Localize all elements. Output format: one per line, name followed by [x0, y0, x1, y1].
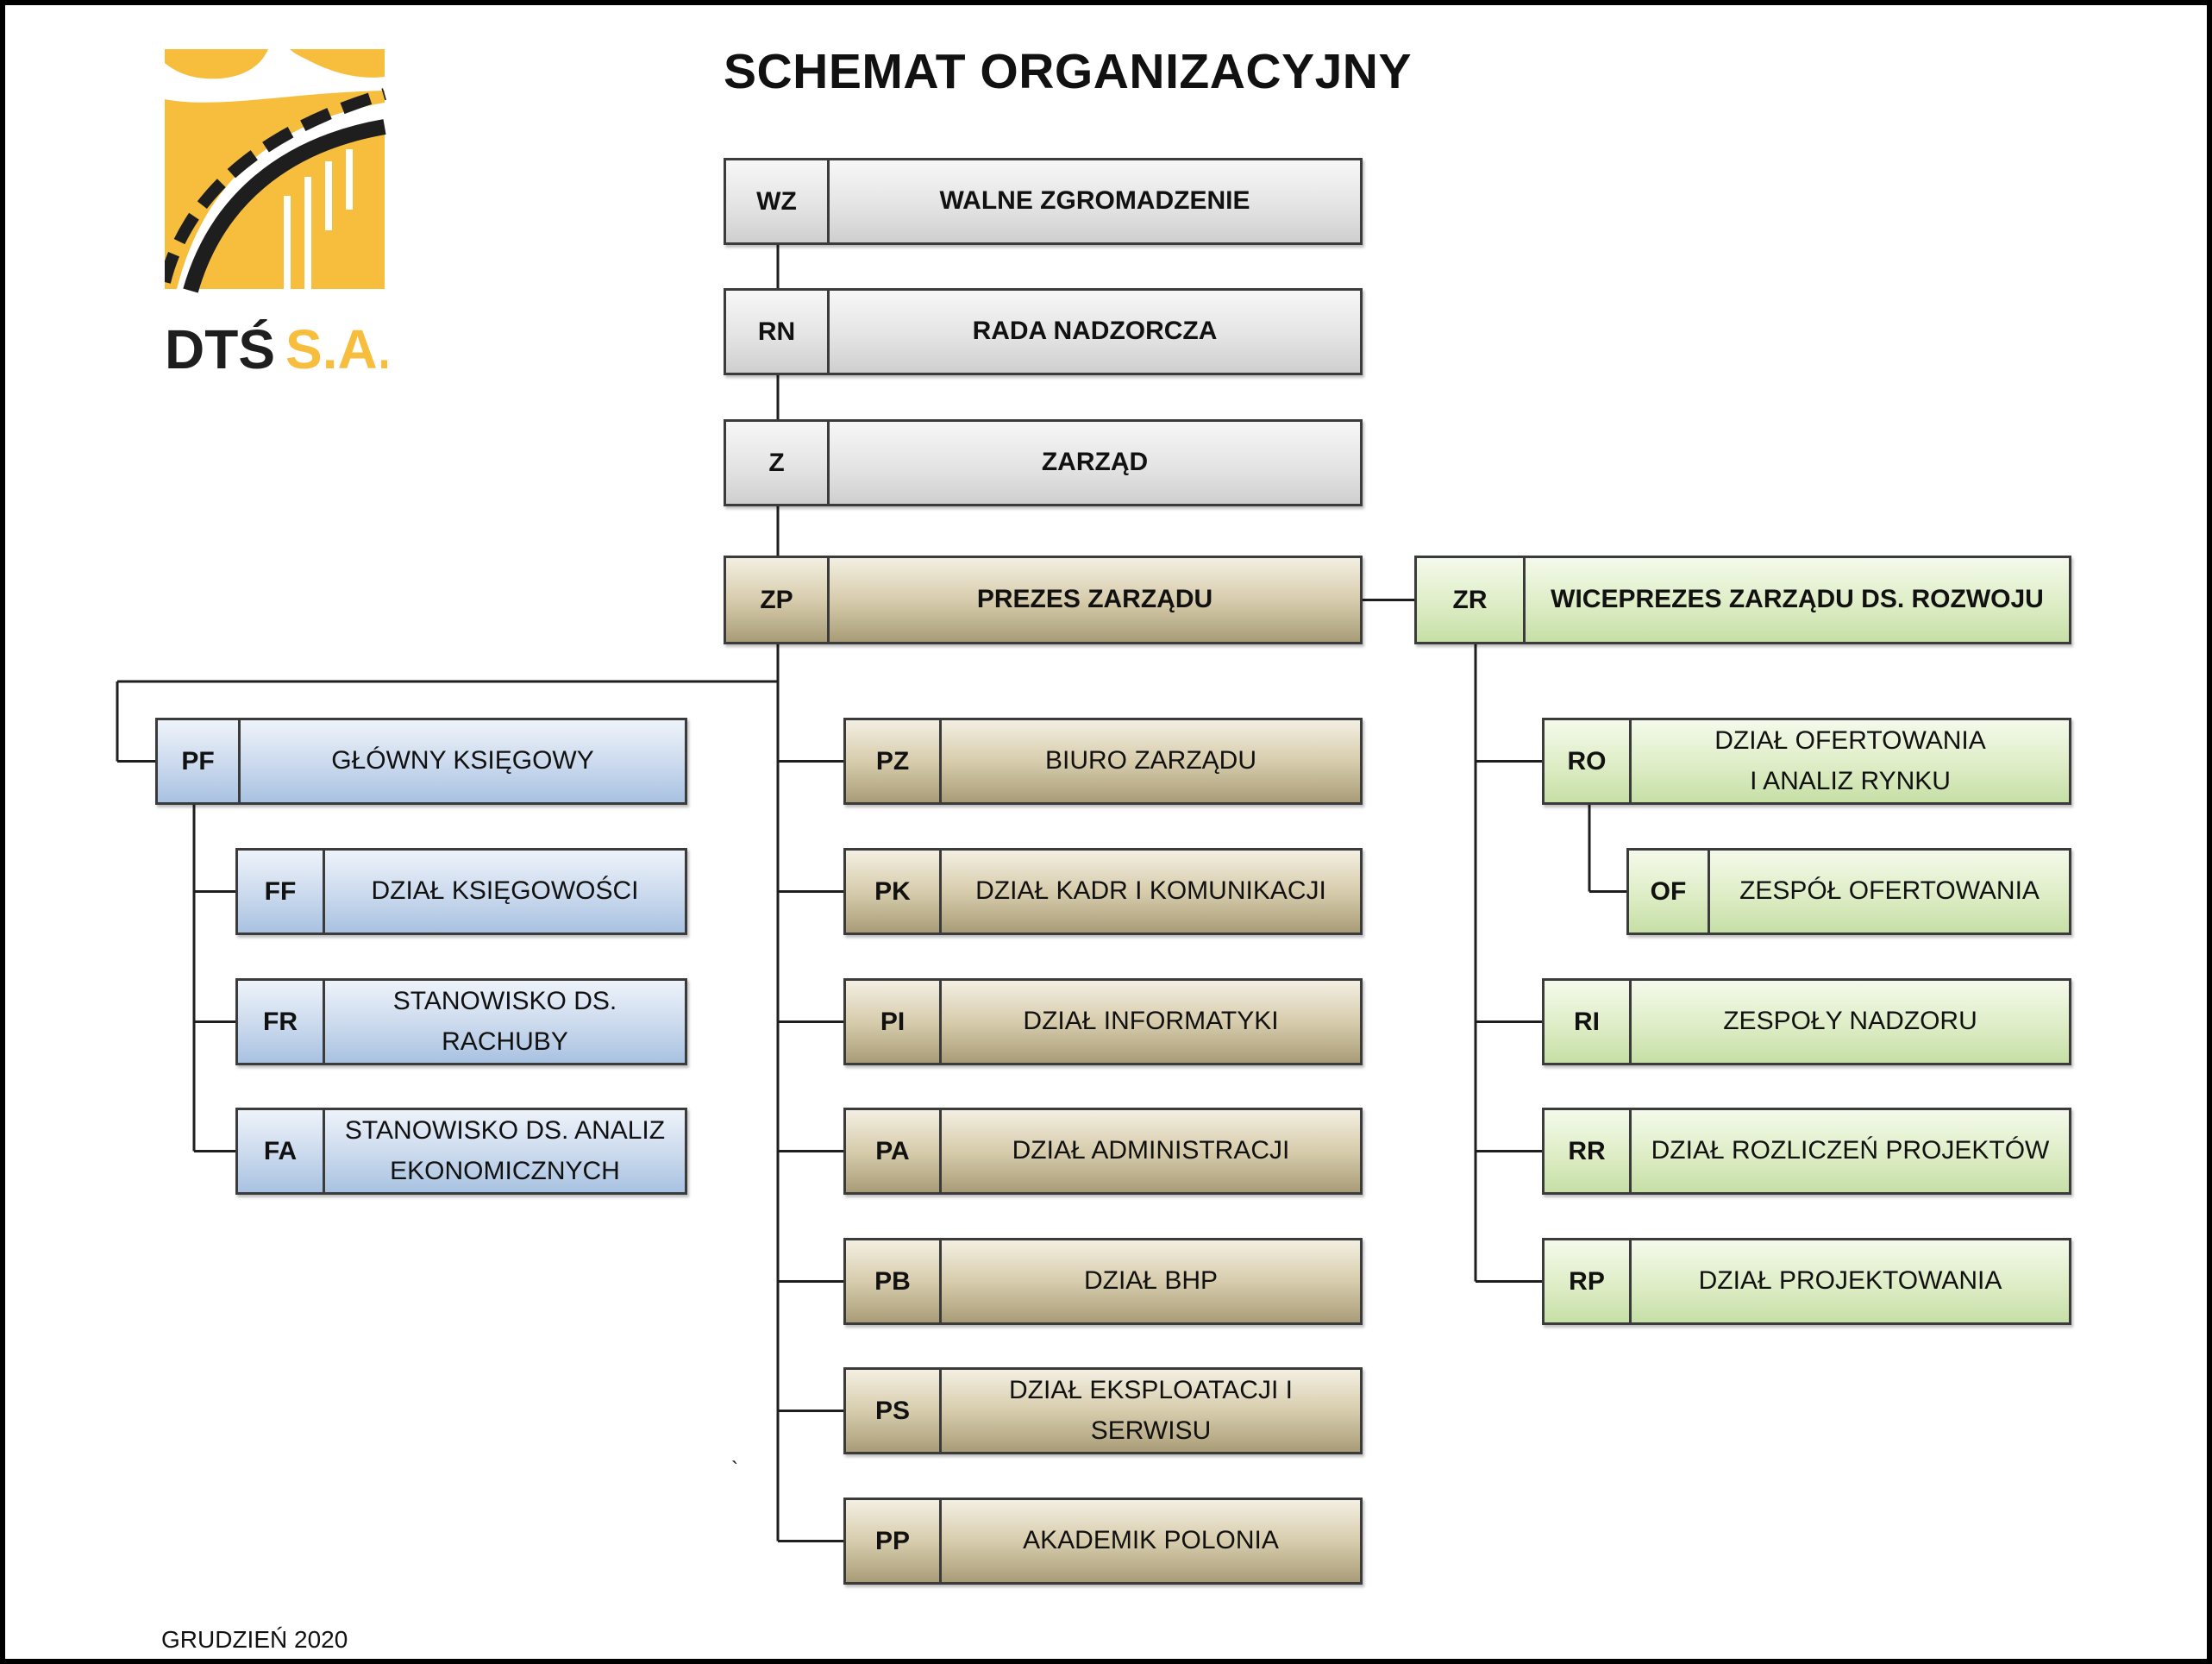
unit-code: ZR — [1417, 558, 1526, 642]
unit-code: FA — [238, 1110, 325, 1192]
chart-title: SCHEMAT ORGANIZACYJNY — [724, 44, 1412, 99]
unit-code: RO — [1545, 720, 1632, 802]
footer-date: GRUDZIEŃ 2020 — [161, 1626, 348, 1653]
unit-code: RR — [1545, 1110, 1632, 1192]
unit-name: STANOWISKO DS. ANALIZ EKONOMICZNYCH — [325, 1110, 685, 1192]
unit-name-line: I ANALIZ RYNKU — [1750, 766, 1951, 795]
unit-code: PS — [846, 1370, 942, 1452]
unit-name: GŁÓWNY KSIĘGOWY — [241, 720, 685, 802]
unit-dzial-bhp[interactable]: PB DZIAŁ BHP — [843, 1238, 1363, 1325]
unit-dzial-administracji[interactable]: PA DZIAŁ ADMINISTRACJI — [843, 1108, 1363, 1195]
unit-name: DZIAŁ ROZLICZEŃ PROJEKTÓW — [1632, 1110, 2069, 1192]
unit-name-line: BIURO ZARZĄDU — [1044, 746, 1256, 775]
unit-name: DZIAŁ OFERTOWANIA I ANALIZ RYNKU — [1632, 720, 2069, 802]
unit-code: PB — [846, 1240, 942, 1322]
unit-dzial-kadr[interactable]: PK DZIAŁ KADR I KOMUNIKACJI — [843, 848, 1363, 935]
logo-text-accent: S.A. — [285, 318, 387, 377]
unit-name: DZIAŁ BHP — [942, 1240, 1360, 1322]
unit-code: Z — [726, 422, 830, 504]
unit-name: DZIAŁ KADR I KOMUNIKACJI — [942, 851, 1360, 932]
unit-code: PZ — [846, 720, 942, 802]
unit-name-line: DZIAŁ INFORMATYKI — [1023, 1007, 1279, 1036]
unit-code: PP — [846, 1500, 942, 1582]
unit-name: DZIAŁ ADMINISTRACJI — [942, 1110, 1360, 1192]
unit-code: RP — [1545, 1240, 1632, 1322]
unit-name: WICEPREZES ZARZĄDU DS. ROZWOJU — [1526, 558, 2069, 642]
unit-code: PI — [846, 981, 942, 1063]
unit-glowny-ksiegowy[interactable]: PF GŁÓWNY KSIĘGOWY — [155, 718, 687, 805]
company-logo: DTŚ S.A. — [159, 49, 392, 380]
unit-code: PF — [158, 720, 241, 802]
unit-name: ZESPÓŁ OFERTOWANIA — [1710, 851, 2069, 932]
unit-code: OF — [1629, 851, 1710, 932]
unit-stanowisko-analiz[interactable]: FA STANOWISKO DS. ANALIZ EKONOMICZNYCH — [235, 1108, 687, 1195]
unit-name-line: STANOWISKO DS. ANALIZ — [344, 1116, 666, 1145]
unit-name-line: ZESPÓŁ OFERTOWANIA — [1739, 876, 2040, 906]
unit-name: DZIAŁ KSIĘGOWOŚCI — [325, 851, 685, 932]
unit-name-line: DZIAŁ ADMINISTRACJI — [1012, 1136, 1290, 1165]
unit-dzial-projektowania[interactable]: RP DZIAŁ PROJEKTOWANIA — [1542, 1238, 2071, 1325]
unit-walne-zgromadzenie[interactable]: WZ WALNE ZGROMADZENIE — [724, 158, 1363, 245]
unit-dzial-ofertowania[interactable]: RO DZIAŁ OFERTOWANIA I ANALIZ RYNKU — [1542, 718, 2071, 805]
unit-wiceprezes-zarzadu[interactable]: ZR WICEPREZES ZARZĄDU DS. ROZWOJU — [1414, 556, 2071, 644]
unit-stanowisko-rachuby[interactable]: FR STANOWISKO DS. RACHUBY — [235, 978, 687, 1065]
unit-name-line: AKADEMIK POLONIA — [1023, 1526, 1279, 1555]
unit-name-line: PREZES ZARZĄDU — [976, 585, 1213, 614]
unit-name-line: DZIAŁ PROJEKTOWANIA — [1698, 1266, 2002, 1296]
unit-name: AKADEMIK POLONIA — [942, 1500, 1360, 1582]
unit-name-line: EKONOMICZNYCH — [390, 1156, 620, 1185]
unit-name-line: DZIAŁ EKSPLOATACJI I SERWISU — [1009, 1376, 1293, 1445]
unit-name: PREZES ZARZĄDU — [830, 558, 1360, 642]
unit-name: RADA NADZORCZA — [830, 291, 1360, 373]
unit-dzial-rozliczen[interactable]: RR DZIAŁ ROZLICZEŃ PROJEKTÓW — [1542, 1108, 2071, 1195]
unit-rada-nadzorcza[interactable]: RN RADA NADZORCZA — [724, 288, 1363, 375]
unit-biuro-zarzadu[interactable]: PZ BIURO ZARZĄDU — [843, 718, 1363, 805]
unit-name: ZESPOŁY NADZORU — [1632, 981, 2069, 1063]
unit-name-line: GŁÓWNY KSIĘGOWY — [331, 746, 594, 775]
unit-code: RN — [726, 291, 830, 373]
unit-name: BIURO ZARZĄDU — [942, 720, 1360, 802]
unit-code: FR — [238, 981, 325, 1063]
unit-name-line: DZIAŁ KADR I KOMUNIKACJI — [975, 876, 1326, 906]
unit-name: DZIAŁ INFORMATYKI — [942, 981, 1360, 1063]
logo-text-dark: DTŚ — [165, 318, 275, 377]
unit-name-line: DZIAŁ KSIĘGOWOŚCI — [371, 876, 639, 906]
road-logo-icon: DTŚ S.A. — [159, 49, 392, 380]
unit-name-line: STANOWISKO DS. RACHUBY — [392, 987, 617, 1056]
unit-zespoly-nadzoru[interactable]: RI ZESPOŁY NADZORU — [1542, 978, 2071, 1065]
unit-code: FF — [238, 851, 325, 932]
unit-dzial-eksploatacji[interactable]: PS DZIAŁ EKSPLOATACJI I SERWISU — [843, 1367, 1363, 1454]
unit-name: ZARZĄD — [830, 422, 1360, 504]
unit-prezes-zarzadu[interactable]: ZP PREZES ZARZĄDU — [724, 556, 1363, 644]
unit-dzial-ksiegowosci[interactable]: FF DZIAŁ KSIĘGOWOŚCI — [235, 848, 687, 935]
unit-name-line: ZESPOŁY NADZORU — [1723, 1007, 1977, 1036]
unit-code: PA — [846, 1110, 942, 1192]
unit-name-line: DZIAŁ OFERTOWANIA — [1714, 726, 1986, 755]
unit-name: WALNE ZGROMADZENIE — [830, 160, 1360, 242]
unit-name-line: RADA NADZORCZA — [972, 317, 1218, 346]
unit-zespol-ofertowania[interactable]: OF ZESPÓŁ OFERTOWANIA — [1626, 848, 2071, 935]
unit-code: RI — [1545, 981, 1632, 1063]
unit-zarzad[interactable]: Z ZARZĄD — [724, 419, 1363, 506]
unit-akademik-polonia[interactable]: PP AKADEMIK POLONIA — [843, 1498, 1363, 1585]
unit-name: DZIAŁ EKSPLOATACJI I SERWISU — [942, 1370, 1360, 1452]
unit-dzial-informatyki[interactable]: PI DZIAŁ INFORMATYKI — [843, 978, 1363, 1065]
unit-name-line: DZIAŁ ROZLICZEŃ PROJEKTÓW — [1651, 1136, 2050, 1165]
unit-name-line: DZIAŁ BHP — [1083, 1266, 1219, 1296]
unit-name: DZIAŁ PROJEKTOWANIA — [1632, 1240, 2069, 1322]
unit-code: WZ — [726, 160, 830, 242]
unit-name-line: ZARZĄD — [1041, 448, 1149, 477]
unit-code: PK — [846, 851, 942, 932]
unit-name: STANOWISKO DS. RACHUBY — [325, 981, 685, 1063]
unit-code: ZP — [726, 558, 830, 642]
unit-name-line: WICEPREZES ZARZĄDU DS. ROZWOJU — [1551, 585, 2044, 614]
unit-name-line: WALNE ZGROMADZENIE — [939, 186, 1250, 216]
stray-mark: ` — [731, 1458, 738, 1481]
